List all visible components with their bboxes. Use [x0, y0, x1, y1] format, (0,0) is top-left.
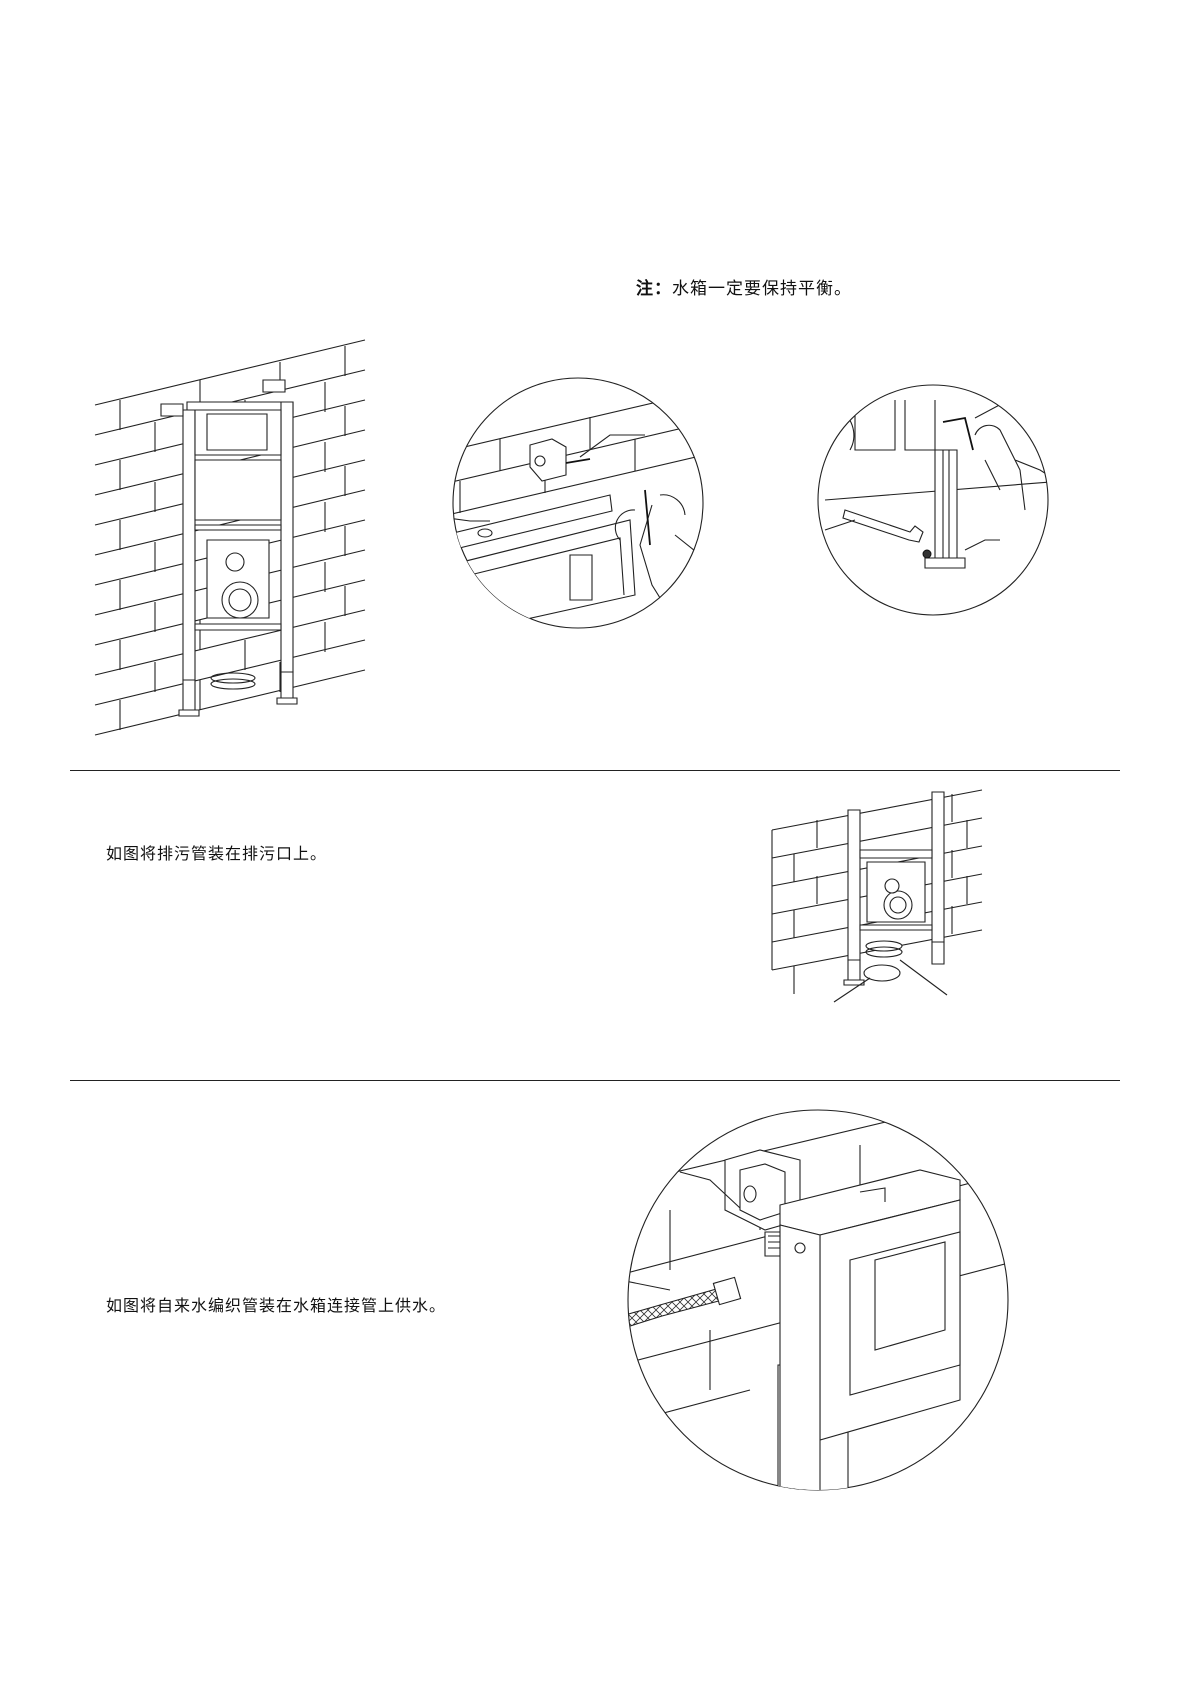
foot-adjustment-detail	[825, 390, 1075, 635]
section-divider-1	[70, 770, 1120, 771]
step3-instruction: 如图将自来水编织管装在水箱连接管上供水。	[106, 1292, 446, 1316]
note-text: 水箱一定要保持平衡。	[672, 279, 852, 299]
frame-on-wall-illustration	[95, 340, 370, 740]
step2-instruction: 如图将排污管装在排污口上。	[106, 840, 327, 864]
level-adjustment-detail	[430, 395, 730, 630]
water-hose-detail	[600, 1110, 1020, 1495]
note-prefix: 注：	[636, 279, 672, 299]
step1-note: 注：水箱一定要保持平衡。	[636, 274, 852, 299]
drain-pipe-illustration	[772, 790, 1007, 1015]
section-divider-2	[70, 1080, 1120, 1081]
